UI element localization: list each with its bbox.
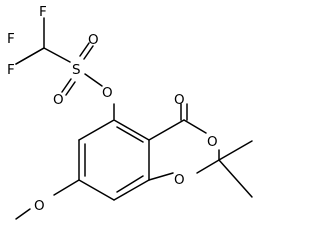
bond-s-o-lower-1 [61,78,72,93]
bond-ring-c5-c4a [113,119,150,141]
bond-c4a-c4 [148,119,185,141]
bond-s-o-link [84,73,103,87]
bond-s-o-upper-1 [79,42,90,57]
bond-c4-o-ring-upper [183,119,207,134]
bond-ring-inner-2 [116,175,144,193]
bond-c2-methyl-lower [218,159,253,198]
bond-s-o-lower-2 [65,81,76,96]
bond-c-f-bottom [15,47,45,65]
bond-c2-o-ring-lower [196,159,220,174]
atom-o-carbonyl: O [174,92,185,108]
atom-f-left: F [7,31,15,47]
bond-c7-o-methoxy [53,179,80,196]
bond-ring-c8-c7 [78,179,115,201]
atom-o-sulfonyl-upper: O [88,32,99,48]
bond-ring-c6-c5 [78,119,115,141]
atom-o-ring-upper: O [207,134,218,150]
atom-f-bottom: F [7,62,15,78]
bond-o-ring-lower-c8a [148,172,174,181]
atom-f-top: F [39,4,47,20]
bond-c-s [43,47,71,63]
molecule-drawing: F F F S O O O O O O O [7,4,253,220]
bond-s-o-upper-2 [83,45,94,60]
atom-o-sulfonyl-lower: O [53,92,64,108]
bond-o-methoxy-methyl [15,208,31,220]
atom-s: S [72,62,81,78]
chemical-structure-diagram: F F F S O O O O O O O [7,4,253,220]
atom-o-ester-link: O [102,85,113,101]
bond-c2-methyl-upper [218,140,253,161]
bond-ring-c8a-c8 [113,179,150,201]
bond-ring-inner-1 [116,126,144,143]
atom-o-ring-lower: O [174,172,185,188]
atom-o-methoxy: O [34,198,45,214]
